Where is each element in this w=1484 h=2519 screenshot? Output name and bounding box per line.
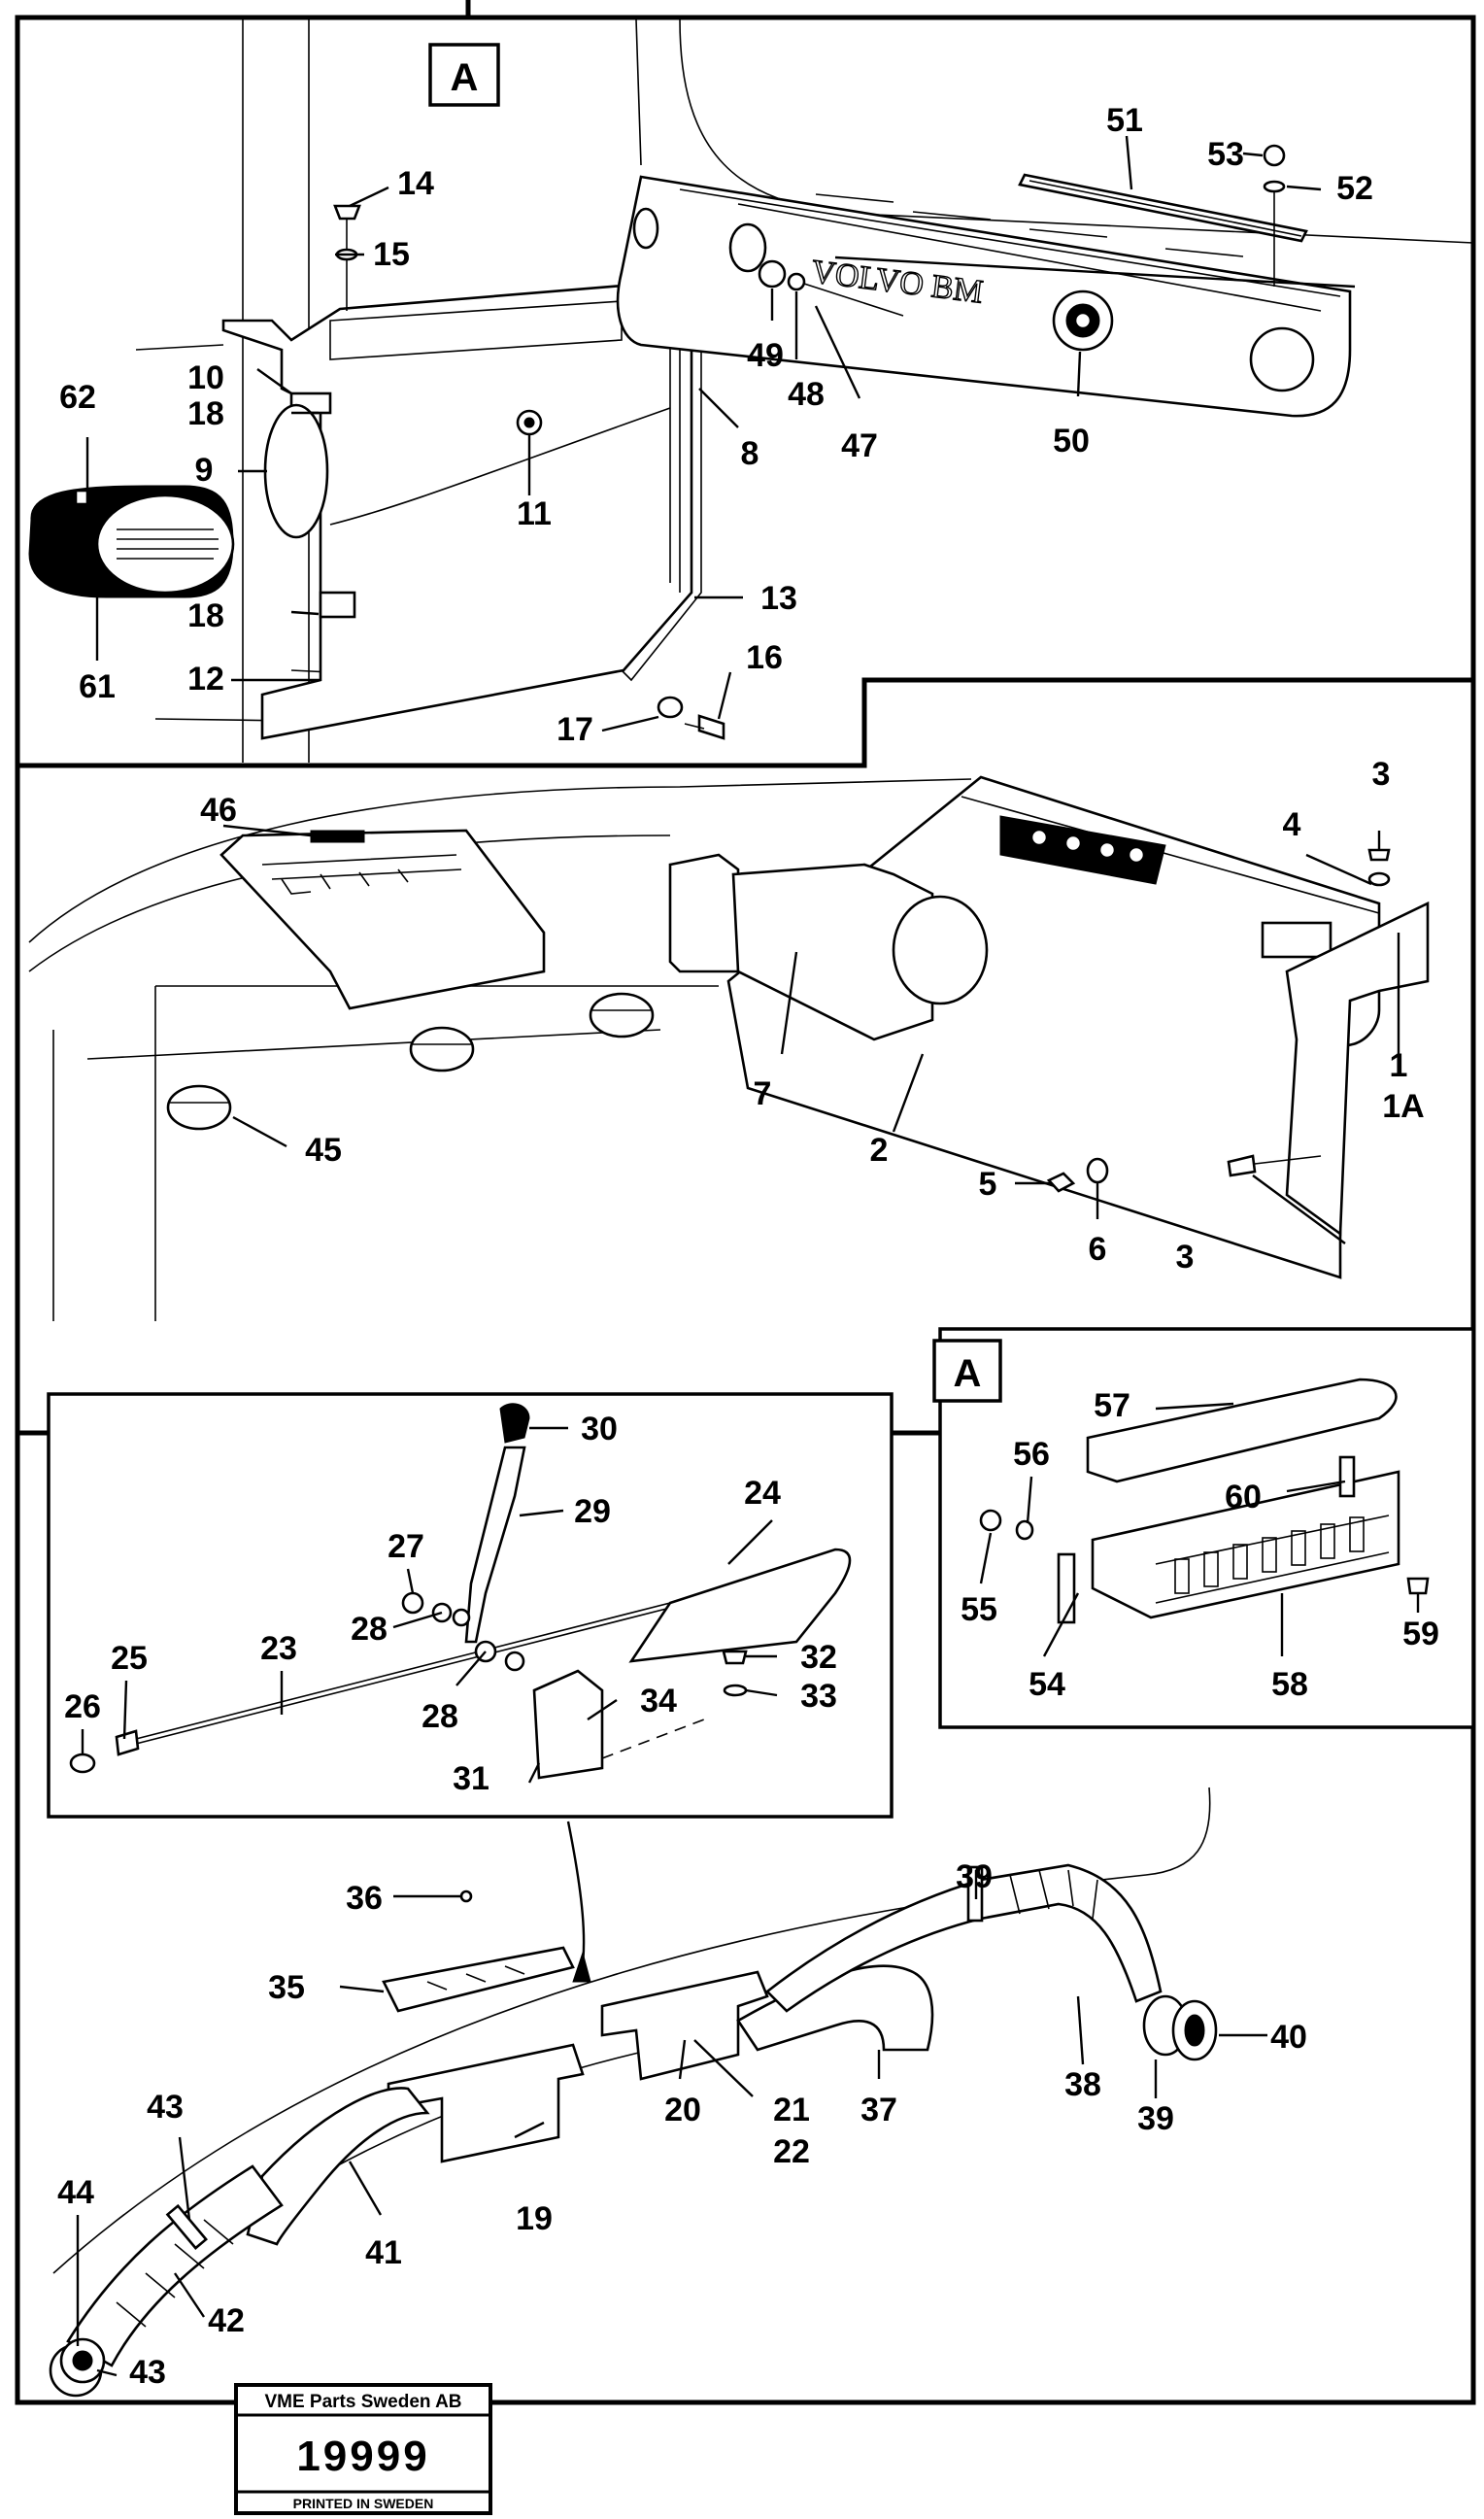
part-label: 35	[268, 1969, 305, 2006]
part-label: 60	[1225, 1479, 1262, 1515]
part-label: 37	[860, 2092, 897, 2128]
part-label: 14	[397, 165, 434, 202]
part-label: 4	[1283, 806, 1301, 843]
part-label: 11	[517, 495, 552, 532]
section-marker-label: A	[954, 1352, 982, 1395]
part-label: 46	[200, 792, 237, 829]
part-label: 31	[453, 1760, 489, 1797]
middle-section-artwork	[28, 775, 1430, 1321]
part-label: 54	[1029, 1666, 1065, 1703]
part-label: 8	[741, 435, 759, 472]
part-label: 2	[870, 1132, 889, 1169]
part-label: 16	[746, 639, 783, 676]
section-marker-a-top: A	[428, 43, 500, 107]
part-label: 34	[640, 1683, 677, 1719]
air-vent-part	[28, 485, 235, 598]
part-label: 39	[956, 1858, 993, 1895]
part-label: 23	[260, 1630, 297, 1667]
part-label: 26	[64, 1688, 101, 1725]
part-label: 10	[187, 359, 224, 396]
part-label: 40	[1270, 2019, 1307, 2056]
bottom-section-artwork	[49, 1787, 1218, 2398]
part-label: 38	[1064, 2066, 1101, 2103]
part-label: 3	[1372, 756, 1391, 793]
part-label: 50	[1053, 423, 1090, 460]
part-label: 49	[747, 337, 784, 374]
part-label: 42	[208, 2302, 245, 2339]
part-label: 24	[744, 1475, 781, 1512]
part-label: 55	[961, 1591, 997, 1628]
vme-stamp: VME Parts Sweden AB 19999 PRINTED IN SWE…	[234, 2383, 492, 2515]
part-label: 22	[773, 2133, 810, 2170]
part-label: 47	[841, 427, 878, 464]
part-label: 21	[773, 2092, 810, 2128]
part-labels: 1 1A 2 3 3 4 5 6 7 8 9 10 11 12 13 14 15…	[57, 102, 1439, 2391]
part-label: 1	[1390, 1047, 1408, 1084]
part-label: 53	[1207, 136, 1244, 173]
leader-lines	[76, 135, 1420, 2377]
top-section-artwork: VOLVO BM	[28, 18, 1474, 763]
part-label: 51	[1106, 102, 1143, 139]
part-label: 29	[574, 1493, 611, 1530]
part-label: 5	[979, 1166, 997, 1203]
part-label: 27	[388, 1528, 424, 1565]
part-label: 3	[1176, 1239, 1195, 1276]
part-label: 7	[754, 1075, 772, 1112]
part-label: 36	[346, 1880, 383, 1917]
section-marker-label: A	[451, 56, 479, 99]
part-label: 28	[422, 1698, 458, 1735]
part-label: 52	[1336, 170, 1373, 207]
stamp-number: 19999	[296, 2433, 429, 2480]
diagram-frames	[15, 0, 1476, 2405]
part-label: 45	[305, 1132, 342, 1169]
part-label: 56	[1013, 1436, 1050, 1473]
part-label: 32	[800, 1639, 837, 1676]
part-label: 44	[57, 2174, 94, 2211]
part-label: 41	[365, 2234, 402, 2271]
part-label: 33	[800, 1678, 837, 1715]
cable-control-inset	[47, 1392, 894, 1819]
part-label: 39	[1137, 2100, 1174, 2137]
part-label: 25	[111, 1640, 148, 1677]
part-label: 18	[187, 395, 224, 432]
part-label: 57	[1094, 1387, 1130, 1424]
part-label: 43	[147, 2089, 184, 2126]
part-label: 48	[788, 376, 825, 413]
section-a-inset: A	[932, 1327, 1475, 1729]
part-label: 12	[187, 661, 224, 698]
part-label: 19	[516, 2200, 553, 2237]
stamp-company: VME Parts Sweden AB	[264, 2392, 461, 2412]
part-label: 9	[195, 452, 214, 489]
part-label: 43	[129, 2354, 166, 2391]
part-label: 13	[760, 580, 797, 617]
stamp-footer: PRINTED IN SWEDEN	[293, 2496, 434, 2511]
part-label: 61	[79, 668, 116, 705]
part-label: 1A	[1382, 1088, 1424, 1125]
part-label: 18	[187, 597, 224, 634]
part-label: 59	[1402, 1616, 1439, 1652]
part-label: 20	[664, 2092, 701, 2128]
part-label: 15	[373, 236, 410, 273]
part-label: 28	[351, 1611, 388, 1648]
part-label: 62	[59, 379, 96, 416]
part-label: 17	[556, 711, 593, 748]
part-label: 6	[1089, 1231, 1107, 1268]
part-label: 30	[581, 1411, 618, 1447]
part-label: 58	[1271, 1666, 1308, 1703]
